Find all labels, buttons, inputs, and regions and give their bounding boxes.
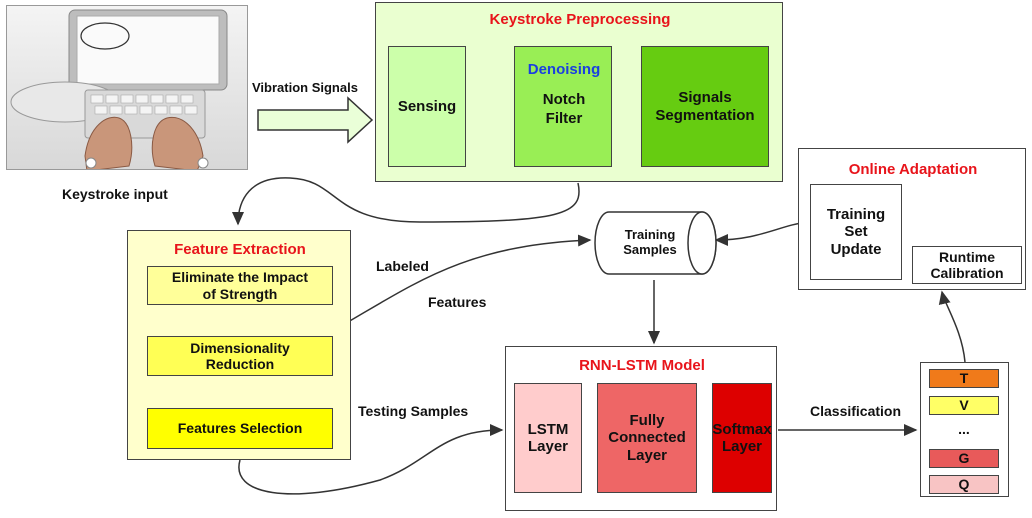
vibration-arrow xyxy=(257,96,374,144)
tablet-keyboard-illustration xyxy=(10,9,228,169)
classification-label: Classification xyxy=(810,403,902,419)
testing-samples-label: Testing Samples xyxy=(358,403,469,419)
vibration-signals-label: Vibration Signals xyxy=(252,80,358,95)
sensing-box: Sensing xyxy=(388,46,466,167)
output-class-g: G xyxy=(929,449,999,468)
feature-extraction-title: Feature Extraction xyxy=(174,241,306,258)
features-label: Features xyxy=(428,294,487,310)
signals-segmentation-box: Signals Segmentation xyxy=(641,46,769,167)
keystroke-input-caption: Keystroke input xyxy=(62,186,168,202)
training-set-update-box: Training Set Update xyxy=(810,184,902,280)
labeled-label: Labeled xyxy=(376,258,429,274)
preprocessing-title: Keystroke Preprocessing xyxy=(489,11,671,28)
rnn-lstm-title: RNN-LSTM Model xyxy=(579,357,705,374)
fully-connected-box: Fully Connected Layer xyxy=(597,383,697,493)
online-adaptation-title: Online Adaptation xyxy=(848,161,978,178)
training-samples-label: Training Samples xyxy=(623,227,677,257)
output-class-ellipsis: ... xyxy=(958,420,970,437)
notch-filter-box: Denoising Notch Filter xyxy=(514,46,612,167)
output-class-v: V xyxy=(929,396,999,415)
features-selection-box: Features Selection xyxy=(147,408,333,449)
denoising-title: Denoising xyxy=(527,61,601,78)
runtime-calibration-box: Runtime Calibration xyxy=(912,246,1022,284)
output-class-t: T xyxy=(929,369,999,388)
lstm-layer-box: LSTM Layer xyxy=(514,383,582,493)
keystroke-photo xyxy=(6,5,248,170)
dimensionality-reduction-box: Dimensionality Reduction xyxy=(147,336,333,376)
softmax-layer-box: Softmax Layer xyxy=(712,383,772,493)
eliminate-strength-box: Eliminate the Impact of Strength xyxy=(147,266,333,305)
notch-filter-label: Notch Filter xyxy=(542,91,586,127)
output-class-q: Q xyxy=(929,475,999,494)
